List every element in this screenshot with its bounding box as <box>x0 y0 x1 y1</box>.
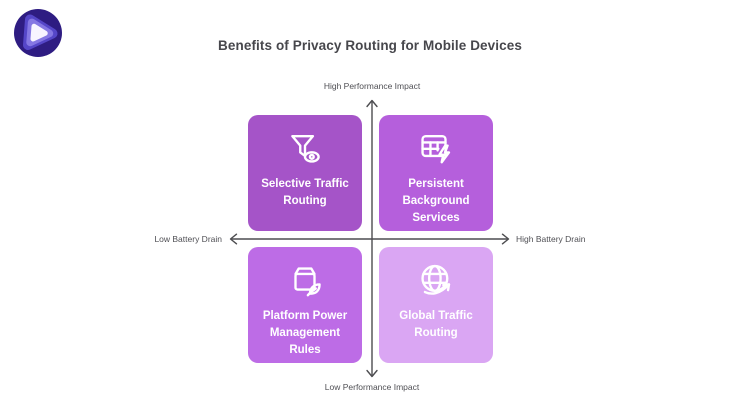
table-bolt-icon <box>417 129 455 167</box>
arrow-right-icon <box>501 233 510 245</box>
axis-label-high-battery: High Battery Drain <box>516 234 586 244</box>
globe-arrow-icon <box>417 261 455 299</box>
quadrant-card-global-traffic-routing: Global Traffic Routing <box>379 247 493 363</box>
filter-eye-icon <box>286 129 324 167</box>
quadrant-card-persistent-background-services: Persistent Background Services <box>379 115 493 231</box>
quadrant-label: Selective Traffic Routing <box>261 178 349 207</box>
quadrant-label: Persistent Background Services <box>402 178 470 224</box>
page-title: Benefits of Privacy Routing for Mobile D… <box>218 38 522 53</box>
arrow-down-icon <box>366 369 378 378</box>
vpn-brand-logo <box>14 9 62 57</box>
arrow-left-icon <box>229 233 238 245</box>
quadrant-label: Global Traffic Routing <box>399 310 473 339</box>
axis-label-low-performance: Low Performance Impact <box>324 382 420 392</box>
axis-label-high-performance: High Performance Impact <box>323 81 421 91</box>
quadrant-card-platform-power-management-rules: Platform Power Management Rules <box>248 247 362 363</box>
arrow-up-icon <box>366 99 378 108</box>
axis-label-low-battery: Low Battery Drain <box>154 234 222 244</box>
quadrant-label: Platform Power Management Rules <box>262 310 348 356</box>
vpn-brand-logo-graphic <box>14 9 62 57</box>
quadrant-card-selective-traffic-routing: Selective Traffic Routing <box>248 115 362 231</box>
package-leaf-icon <box>286 261 324 299</box>
